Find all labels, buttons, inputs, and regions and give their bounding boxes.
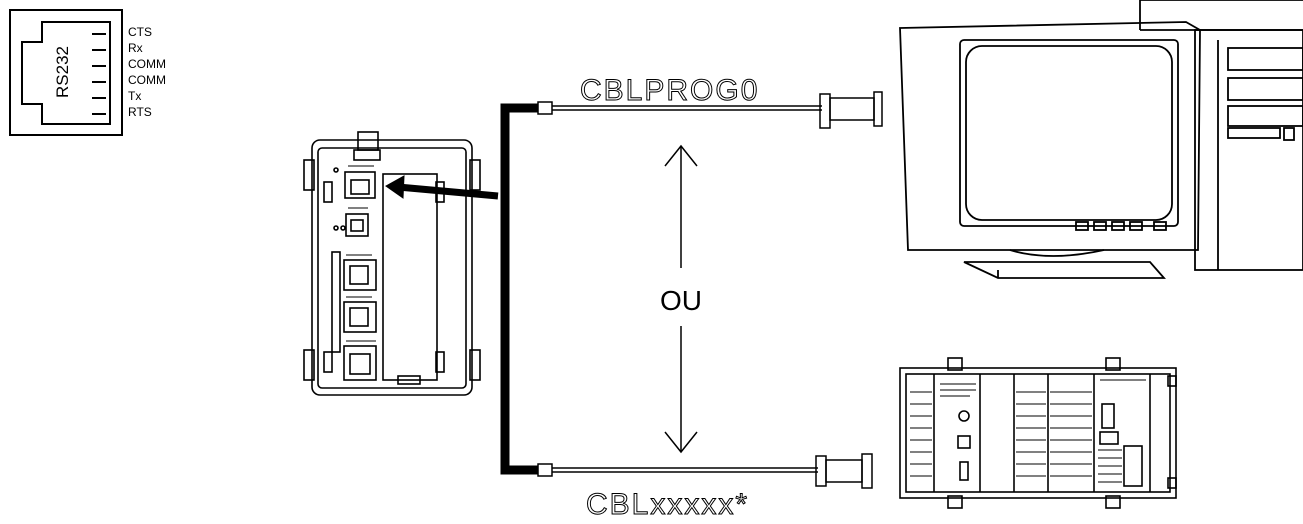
rj-jack-outline-icon bbox=[21, 21, 111, 125]
rs232-port-label: RS232 bbox=[53, 46, 72, 98]
rs232-pinout-box: RS232 CTS Rx COMM COMM Tx RTS bbox=[9, 9, 166, 136]
rs485-port-icon bbox=[343, 259, 377, 291]
or-label: OU bbox=[660, 285, 702, 316]
pin-label: RTS bbox=[128, 105, 152, 119]
rs232-port-icon bbox=[343, 301, 377, 333]
cable-top bbox=[537, 91, 883, 129]
usb-port-icon bbox=[345, 213, 369, 237]
rs232-prog-port-icon bbox=[344, 171, 376, 199]
pin-label: CTS bbox=[128, 25, 152, 39]
controller-unit bbox=[303, 131, 481, 396]
plc-rack-icon bbox=[899, 357, 1177, 509]
pin-label: Tx bbox=[128, 89, 141, 103]
cable-bundle bbox=[500, 103, 538, 475]
computer-icon bbox=[899, 0, 1303, 279]
cable-bottom-label: CBLxxxxx* bbox=[586, 488, 749, 521]
pin-label: COMM bbox=[128, 73, 166, 87]
pin-label: COMM bbox=[128, 57, 166, 71]
insert-arrow-icon bbox=[385, 175, 499, 200]
double-arrow-icon bbox=[664, 144, 698, 454]
pin-label: Rx bbox=[128, 41, 143, 55]
db9-connector-icon bbox=[819, 91, 883, 129]
cable-top-label: CBLPROG0 bbox=[580, 74, 759, 107]
db9-connector-icon bbox=[815, 453, 873, 489]
ethernet-port-icon bbox=[343, 345, 377, 381]
rj-contacts-icon bbox=[92, 33, 106, 115]
cable-bottom bbox=[537, 453, 873, 489]
